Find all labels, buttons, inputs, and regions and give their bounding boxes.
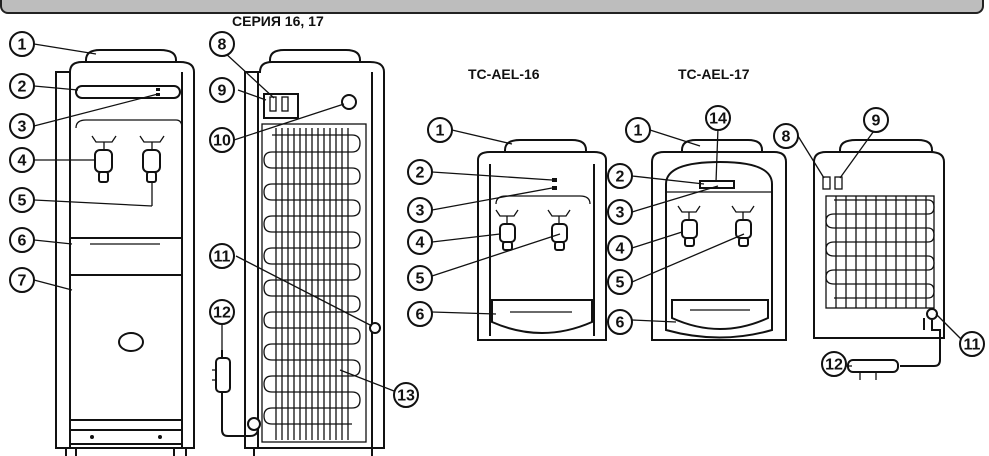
callout-tc16-1: 1 <box>427 117 453 143</box>
svg-text:2: 2 <box>18 79 27 96</box>
floor-cooler-back <box>212 49 385 456</box>
svg-text:14: 14 <box>709 111 727 128</box>
callout-tc16-4: 4 <box>407 229 433 255</box>
callout-floor-back-8: 8 <box>209 31 235 57</box>
header-bar <box>0 0 984 14</box>
callout-tc17-5: 5 <box>607 269 633 295</box>
callout-tc17-back-8: 8 <box>773 123 799 149</box>
svg-text:10: 10 <box>213 133 231 150</box>
callout-tc16-6: 6 <box>407 301 433 327</box>
callout-tc17-back-11: 11 <box>959 331 985 357</box>
callout-floor-back-13: 13 <box>393 382 419 408</box>
svg-text:11: 11 <box>214 249 231 266</box>
svg-text:5: 5 <box>616 275 625 292</box>
svg-text:2: 2 <box>616 169 625 186</box>
callout-floor-front-6: 6 <box>9 227 35 253</box>
svg-text:1: 1 <box>634 123 643 140</box>
svg-text:1: 1 <box>436 123 445 140</box>
svg-text:12: 12 <box>825 357 843 374</box>
svg-text:1: 1 <box>18 37 27 54</box>
callout-floor-front-5: 5 <box>9 187 35 213</box>
svg-text:3: 3 <box>18 119 27 136</box>
svg-text:5: 5 <box>416 271 425 288</box>
svg-text:7: 7 <box>18 273 27 290</box>
callout-tc16-5: 5 <box>407 265 433 291</box>
svg-text:3: 3 <box>616 205 625 222</box>
tc-ael-16-diagram <box>477 139 607 341</box>
svg-text:4: 4 <box>616 241 625 258</box>
svg-text:9: 9 <box>872 113 881 130</box>
callout-tc16-2: 2 <box>407 159 433 185</box>
callout-tc17-back-12: 12 <box>821 351 847 377</box>
svg-text:8: 8 <box>218 37 227 54</box>
svg-text:13: 13 <box>397 388 415 405</box>
callout-floor-back-11: 11 <box>209 243 235 269</box>
svg-text:9: 9 <box>218 83 227 100</box>
tc-ael-17-back-diagram <box>813 139 945 380</box>
svg-text:5: 5 <box>18 193 27 210</box>
callout-tc17-back-9: 9 <box>863 107 889 133</box>
callout-tc17-6: 6 <box>607 309 633 335</box>
series-title: СЕРИЯ 16, 17 <box>232 13 324 29</box>
callout-floor-back-10: 10 <box>209 127 235 153</box>
svg-text:11: 11 <box>964 337 981 354</box>
callout-tc17-1: 1 <box>625 117 651 143</box>
floor-cooler-front <box>55 49 195 456</box>
callout-tc16-3: 3 <box>407 197 433 223</box>
callout-tc17-4: 4 <box>607 235 633 261</box>
svg-text:2: 2 <box>416 165 425 182</box>
model-title-tc-ael-17: TC-AEL-17 <box>678 66 750 82</box>
svg-text:6: 6 <box>18 233 27 250</box>
model-title-tc-ael-16: TC-AEL-16 <box>468 66 540 82</box>
svg-text:12: 12 <box>213 305 231 322</box>
svg-text:4: 4 <box>18 153 27 170</box>
svg-text:8: 8 <box>782 129 791 146</box>
svg-text:6: 6 <box>416 307 425 324</box>
callout-floor-front-7: 7 <box>9 267 35 293</box>
callout-floor-back-12: 12 <box>209 299 235 325</box>
callout-floor-back-9: 9 <box>209 77 235 103</box>
callout-layer <box>33 43 963 392</box>
callout-tc17-2: 2 <box>607 163 633 189</box>
callout-tc17-3: 3 <box>607 199 633 225</box>
callout-floor-front-2: 2 <box>9 73 35 99</box>
svg-text:3: 3 <box>416 203 425 220</box>
callout-floor-front-3: 3 <box>9 113 35 139</box>
callout-tc17-14: 14 <box>705 105 731 131</box>
tc-ael-17-diagram <box>651 139 787 341</box>
svg-text:4: 4 <box>416 235 425 252</box>
callout-floor-front-1: 1 <box>9 31 35 57</box>
callout-floor-front-4: 4 <box>9 147 35 173</box>
svg-text:6: 6 <box>616 315 625 332</box>
